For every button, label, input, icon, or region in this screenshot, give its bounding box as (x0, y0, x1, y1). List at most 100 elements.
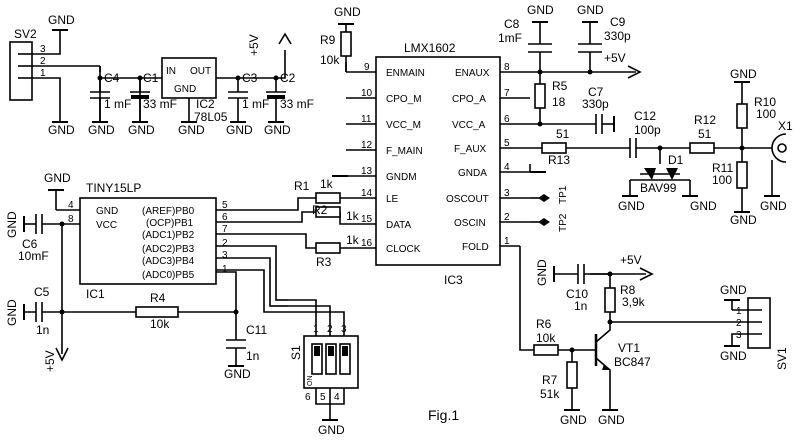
ic3-pin-6-name: VCC_A (452, 120, 486, 131)
fold-net (519, 246, 534, 351)
r10-ref: R10 (754, 95, 776, 109)
c4-capacitor: C4 1 mF GND (88, 71, 131, 137)
sv2-pin-3: 3 (40, 44, 46, 55)
ic3-pin-9: 9 (364, 62, 370, 73)
c7-capacitor: C7 330p (582, 85, 615, 134)
ic3-pin-8: 8 (504, 62, 510, 73)
ic3-pin-2-name: OSCIN (454, 218, 486, 229)
ic3-pin-12: 12 (361, 140, 373, 151)
sv2-pin-1: 1 (40, 68, 46, 79)
r2-resistor: R2 1k (312, 203, 360, 223)
ic1-pin-2: 2 (222, 238, 228, 249)
ic3-chip: LMX1602 IC3 (375, 41, 501, 287)
enaux-rail: +5V (530, 51, 642, 79)
sv2-connector: SV2 3 2 1 (9, 27, 46, 101)
ic3-pin-1: 1 (504, 236, 510, 247)
ic2-regulator: IN OUT GND IC2 78L05 GND +5V (161, 32, 292, 137)
r10-gnd: GND (730, 67, 757, 81)
c2-gnd: GND (264, 123, 291, 137)
c5-gnd: GND (5, 299, 19, 326)
ic3-pin-7: 7 (504, 88, 510, 99)
vt1-gnd: GND (598, 413, 625, 427)
ic1-pin-6: 6 (222, 212, 228, 223)
c3-capacitor: C3 1 mF GND (226, 71, 269, 137)
ic1-5v: +5V (43, 350, 57, 372)
ic3-pin-16: 16 (361, 238, 373, 249)
c10-value: 1n (574, 299, 587, 313)
ic3-pin-4-name: GNDA (458, 168, 487, 179)
r4-ref: R4 (150, 291, 166, 305)
ic3-ref: IC3 (444, 273, 463, 287)
sv2-ref: SV2 (14, 27, 37, 41)
c9-value: 330p (604, 29, 631, 43)
r7-value: 51k (540, 387, 560, 401)
r6-ref: R6 (536, 317, 552, 331)
c2-capacitor: C2 33 mF GND (264, 71, 314, 137)
ic2-out: OUT (190, 66, 211, 77)
r2-ref: R2 (312, 203, 328, 217)
c9-gnd: GND (577, 3, 604, 17)
c8-capacitor: GND C8 1mF (498, 3, 554, 72)
ic3-pin-1-name: FOLD (462, 242, 489, 253)
c11-ref: C11 (246, 323, 267, 337)
r3-resistor: R3 1k (315, 233, 360, 269)
r8-value: 3,9k (622, 295, 646, 309)
ic3-pin-14: 14 (361, 188, 373, 199)
ic3-pin-13-name: GNDM (386, 172, 417, 183)
tp2-ref: TP2 (558, 213, 569, 232)
ic1-pin-3-name: (ADC3)PB4 (142, 256, 195, 267)
reg-out-5v: +5V (247, 34, 261, 56)
c11-capacitor: C11 1n GND (216, 271, 267, 381)
r12-value: 51 (698, 127, 712, 141)
c7-value: 330p (582, 97, 609, 111)
c1-value: 33 mF (143, 97, 177, 111)
ic3-pin-8-name: ENAUX (455, 68, 490, 79)
ic3-pin-11: 11 (361, 114, 372, 125)
ic1-pin-8-name: VCC (96, 220, 117, 231)
s1-pin-5: 5 (320, 392, 326, 403)
ic3-pin-12-name: F_MAIN (386, 146, 423, 157)
r10-value: 100 (756, 107, 776, 121)
c2-ref: C2 (280, 71, 296, 85)
c10-ref: C10 (566, 287, 588, 301)
ic1-pin-6-name: (OCP)PB1 (146, 218, 194, 229)
c3-value: 1 mF (242, 97, 269, 111)
ic3-pin-6: 6 (504, 114, 510, 125)
r1-resistor: R1 1k (294, 177, 341, 204)
r9-value: 10k (320, 53, 340, 67)
sv2-gnd-top: GND (48, 13, 75, 27)
r8-5v: +5V (620, 253, 642, 267)
s1-on: ON (307, 376, 314, 387)
ic1-ref: IC1 (86, 287, 105, 301)
s1-gnd: GND (318, 423, 345, 437)
r1-value: 1k (320, 177, 334, 191)
gnda-stub (529, 164, 547, 173)
d1-ref: D1 (668, 153, 684, 167)
c1-capacitor: C1 33 mF GND (97, 71, 177, 137)
r4-resistor: R4 10k (135, 291, 239, 331)
ic3-pin-11-name: VCC_M (386, 120, 421, 131)
d1-gnd-right: GND (690, 199, 717, 213)
x1-ref: X1 (778, 119, 793, 133)
ic3-pin-3-name: OSCOUT (446, 194, 489, 205)
c4-value: 1 mF (104, 97, 131, 111)
ic3-pin-5: 5 (504, 138, 510, 149)
x1-antenna-connector: X1 GND (742, 119, 793, 213)
s1-pin-2: 2 (327, 324, 333, 335)
s1-pin-1: 1 (313, 324, 319, 335)
r11-gnd: GND (730, 213, 757, 227)
s1-pin-6: 6 (305, 392, 311, 403)
r8-ref: R8 (620, 283, 636, 297)
ic3-pin-15-name: DATA (386, 220, 412, 231)
ic3-pin-16-name: CLOCK (386, 244, 421, 255)
c5-ref: C5 (34, 285, 50, 299)
c4-ref: C4 (104, 71, 120, 85)
r12-ref: R12 (694, 113, 716, 127)
r3-ref: R3 (316, 255, 332, 269)
r11-value: 100 (712, 173, 732, 187)
d1-diode: D1 BAV99 GND GND (618, 148, 717, 213)
c1-ref: C1 (143, 71, 159, 85)
r9-resistor: GND R9 10k (320, 5, 361, 72)
ic1-gnd: GND (44, 171, 71, 185)
